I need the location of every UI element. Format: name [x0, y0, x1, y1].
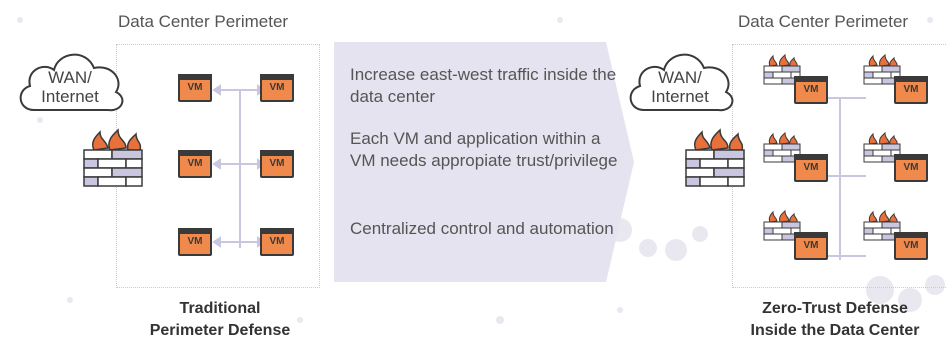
vm-label: VM — [803, 162, 819, 173]
bullet-2: Each VM and application within a VM need… — [350, 129, 618, 170]
right-cloud-line1: WAN/ — [658, 68, 702, 87]
left-vm-5: VM — [178, 228, 212, 256]
vm-label: VM — [903, 84, 919, 95]
right-mini-firewall-2 — [863, 54, 901, 85]
vm-label: VM — [803, 240, 819, 251]
right-vm-1: VM — [794, 76, 828, 104]
right-perimeter-caption: Data Center Perimeter — [738, 12, 909, 31]
right-title-line2: Inside the Data Center — [750, 322, 920, 339]
left-section-title: Traditional Perimeter Defense — [110, 298, 330, 342]
left-cloud-line1: WAN/ — [48, 68, 92, 87]
right-firewall-icon — [685, 128, 745, 187]
vm-label: VM — [903, 240, 919, 251]
right-vm-3: VM — [794, 154, 828, 182]
right-mini-firewall-6 — [863, 210, 901, 241]
transition-arrow-panel — [334, 42, 634, 282]
right-mini-firewall-4 — [863, 132, 901, 163]
vm-label: VM — [803, 84, 819, 95]
right-section-title: Zero-Trust Defense Inside the Data Cente… — [724, 298, 946, 342]
left-title-line2: Perimeter Defense — [149, 322, 291, 339]
vm-label: VM — [187, 158, 203, 169]
left-vm-6: VM — [260, 228, 294, 256]
right-mini-firewall-3 — [763, 132, 801, 163]
left-cloud-line2: Internet — [41, 87, 99, 106]
left-cloud-icon — [19, 53, 124, 112]
right-title-line1: Zero-Trust Defense — [762, 300, 908, 317]
right-cloud-label: WAN/ Internet — [630, 68, 730, 106]
right-mini-firewall-5 — [763, 210, 801, 241]
left-perimeter-caption: Data Center Perimeter — [118, 12, 289, 31]
left-firewall-icon — [83, 128, 143, 187]
vm-label: VM — [269, 236, 285, 247]
right-cloud-icon — [629, 53, 734, 112]
bullet-1: Increase east-west traffic inside the da… — [350, 65, 617, 106]
right-vm-5: VM — [794, 232, 828, 260]
right-vm-6: VM — [894, 232, 928, 260]
left-vm-2: VM — [260, 74, 294, 102]
vm-label: VM — [269, 82, 285, 93]
bullet-3: Centralized control and automation — [350, 219, 614, 238]
vm-label: VM — [187, 82, 203, 93]
vm-label: VM — [903, 162, 919, 173]
vm-label: VM — [187, 236, 203, 247]
left-vm-1: VM — [178, 74, 212, 102]
left-cloud-label: WAN/ Internet — [20, 68, 120, 106]
vm-label: VM — [269, 158, 285, 169]
right-vm-2: VM — [894, 76, 928, 104]
left-vm-3: VM — [178, 150, 212, 178]
left-title-line1: Traditional — [179, 300, 261, 317]
right-vm-4: VM — [894, 154, 928, 182]
left-vm-4: VM — [260, 150, 294, 178]
right-cloud-line2: Internet — [651, 87, 709, 106]
